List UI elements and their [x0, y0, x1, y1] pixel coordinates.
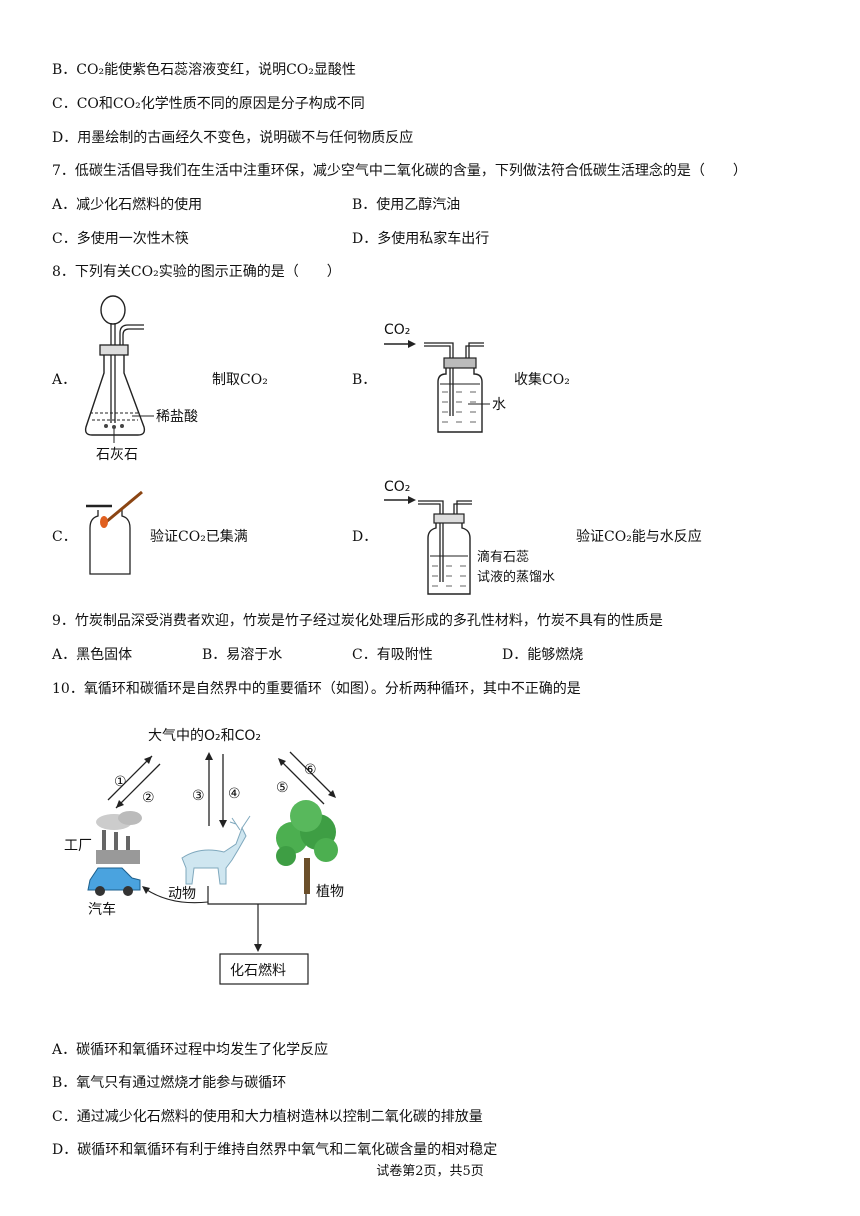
q10-option-c: C．通过减少化石燃料的使用和大力植树造林以控制二氧化碳的排放量	[52, 1109, 483, 1125]
d-co2-label: CO₂	[384, 479, 411, 495]
carbon-oxygen-cycle-diagram: 大气中的O₂和CO₂ ① ② ③ ④ ⑤ ⑥ 工厂 汽车 动物	[64, 728, 344, 985]
q7-option-a: A．减少化石燃料的使用	[52, 197, 203, 213]
q6-option-d: D．用墨绘制的古画经久不变色，说明碳不与任何物质反应	[52, 130, 414, 146]
q8-c-caption: 验证CO₂已集满	[150, 529, 248, 545]
car-label: 汽车	[88, 901, 116, 918]
q6-option-c: C．CO和CO₂化学性质不同的原因是分子构成不同	[52, 96, 365, 112]
q9-option-b: B．易溶于水	[202, 647, 283, 663]
q9-stem: 9．竹炭制品深受消费者欢迎，竹炭是竹子经过炭化处理后形成的多孔性材料，竹炭不具有…	[52, 613, 663, 629]
q7-option-b: B．使用乙醇汽油	[352, 197, 461, 213]
q8-b-caption: 收集CO₂	[514, 372, 570, 388]
q8-c-letter: C．	[52, 529, 77, 545]
q8-d-caption: 验证CO₂能与水反应	[576, 529, 702, 545]
step-6-label: ⑥	[304, 762, 317, 778]
q8-d-letter: D．	[352, 529, 378, 545]
page-footer: 试卷第2页，共5页	[376, 1164, 484, 1179]
car-icon	[87, 867, 141, 896]
q8-b-letter: B．	[352, 372, 377, 388]
bottle-with-splint-figure	[86, 490, 143, 575]
q9-option-d: D．能够燃烧	[502, 647, 584, 663]
water-label: 水	[492, 397, 506, 413]
q10-option-b: B．氧气只有通过燃烧才能参与碳循环	[52, 1075, 287, 1091]
acid-label: 稀盐酸	[156, 409, 198, 425]
q8-stem: 8．下列有关CO₂实验的图示正确的是（ ）	[52, 264, 341, 280]
q10-option-a: A．碳循环和氧循环过程中均发生了化学反应	[52, 1042, 329, 1058]
atmosphere-label: 大气中的O₂和CO₂	[148, 728, 261, 744]
fossil-label: 化石燃料	[230, 962, 286, 979]
limestone-label: 石灰石	[96, 447, 138, 463]
q7-stem: 7．低碳生活倡导我们在生活中注重环保，减少空气中二氧化碳的含量，下列做法符合低碳…	[52, 163, 747, 179]
step-4-label: ④	[228, 786, 241, 802]
litmus-label-2: 试液的蒸馏水	[477, 570, 556, 585]
deer-icon	[181, 815, 251, 885]
litmus-label-1: 滴有石蕊	[477, 550, 530, 565]
step-3-label: ③	[192, 788, 205, 804]
erlenmeyer-flask-figure	[84, 295, 154, 443]
q7-option-c: C．多使用一次性木筷	[52, 231, 189, 247]
q9-option-a: A．黑色固体	[52, 647, 133, 663]
animal-label: 动物	[168, 886, 196, 902]
tree-icon	[276, 800, 338, 894]
step-2-label: ②	[142, 790, 155, 806]
q6-option-b: B．CO₂能使紫色石蕊溶液变红，说明CO₂显酸性	[52, 62, 356, 78]
factory-label: 工厂	[64, 838, 92, 854]
factory-icon	[96, 811, 142, 864]
q7-option-d: D．多使用私家车出行	[352, 231, 490, 247]
q10-option-d: D．碳循环和氧循环有利于维持自然界中氧气和二氧化碳含量的相对稳定	[52, 1142, 498, 1158]
gas-bottle-water-figure	[384, 340, 490, 433]
q10-stem: 10．氧循环和碳循环是自然界中的重要循环（如图）。分析两种循环，其中不正确的是	[52, 681, 581, 697]
litmus-bottle-figure	[384, 496, 472, 595]
plant-label: 植物	[316, 884, 344, 900]
step-5-label: ⑤	[276, 780, 289, 796]
b-co2-label: CO₂	[384, 322, 411, 338]
q8-a-letter: A．	[52, 372, 77, 388]
q8-a-caption: 制取CO₂	[212, 372, 268, 388]
q9-option-c: C．有吸附性	[352, 647, 433, 663]
step-1-label: ①	[114, 774, 127, 790]
